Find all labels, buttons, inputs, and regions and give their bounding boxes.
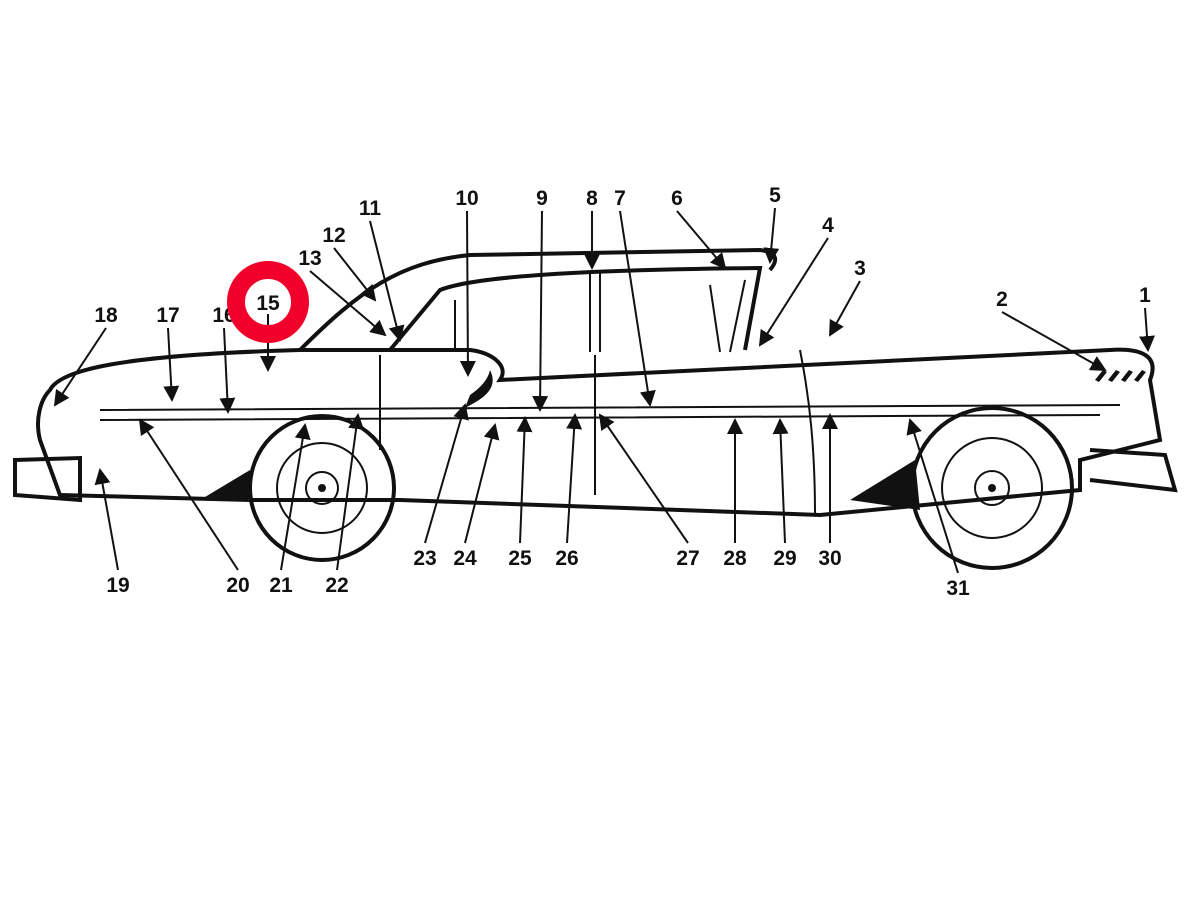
callout-arrow-5	[763, 207, 780, 264]
callout-label-9: 9	[536, 187, 548, 210]
callout-label-30: 30	[818, 547, 841, 570]
callout-label-20: 20	[226, 574, 249, 597]
callout-arrow-4	[758, 237, 829, 347]
callout-arrow-10	[459, 210, 476, 377]
callout-label-25: 25	[508, 547, 532, 570]
callout-label-8: 8	[586, 187, 598, 210]
callout-label-27: 27	[676, 547, 699, 570]
callout-arrow-27	[598, 413, 689, 544]
callout-arrow-17	[163, 327, 180, 402]
callout-label-24: 24	[453, 547, 477, 570]
callout-label-11: 11	[359, 197, 382, 220]
callout-arrow-26	[566, 413, 583, 544]
roof-line	[298, 247, 778, 352]
callout-label-3: 3	[854, 257, 866, 280]
callout-label-22: 22	[325, 574, 348, 597]
callout-label-5: 5	[769, 184, 781, 207]
callout-arrow-6	[676, 210, 727, 270]
callout-arrow-23	[424, 403, 469, 544]
highlight-circle	[227, 261, 309, 343]
callout-arrow-29	[772, 418, 789, 544]
fender-vents	[1095, 370, 1146, 382]
rear-bumper	[13, 455, 82, 503]
callout-label-31: 31	[946, 577, 970, 600]
callout-label-28: 28	[723, 547, 747, 570]
callout-arrow-22	[336, 413, 365, 571]
front-wheel	[910, 406, 1074, 570]
callout-arrow-20	[138, 418, 239, 571]
callout-label-10: 10	[455, 187, 478, 210]
callout-arrow-1	[1139, 307, 1155, 352]
callout-arrow-13	[309, 270, 387, 337]
callout-arrow-2	[1001, 311, 1107, 371]
callout-arrow-9	[532, 210, 549, 412]
callout-label-29: 29	[773, 547, 796, 570]
door-lines	[379, 349, 816, 516]
callout-label-13: 13	[298, 247, 321, 270]
front-bumper	[1089, 448, 1178, 493]
window-frame	[388, 265, 763, 352]
quarter-spear	[465, 370, 493, 408]
callout-label-2: 2	[996, 288, 1008, 311]
body-outline	[36, 347, 1163, 518]
callout-label-1: 1	[1139, 284, 1151, 307]
callout-arrow-21	[280, 423, 311, 571]
callout-arrow-11	[369, 220, 405, 342]
callout-label-6: 6	[671, 187, 683, 210]
callout-label-12: 12	[322, 224, 345, 247]
callout-arrow-19	[94, 468, 119, 571]
window-pillars	[454, 272, 746, 353]
callout-label-23: 23	[413, 547, 436, 570]
callout-label-26: 26	[555, 547, 578, 570]
wheel-well-shadows	[200, 460, 920, 510]
callout-label-18: 18	[94, 304, 118, 327]
car-illustration	[13, 247, 1178, 570]
callout-label-21: 21	[269, 574, 293, 597]
callout-arrow-18	[53, 327, 107, 407]
callout-label-4: 4	[822, 214, 834, 237]
callout-arrow-12	[333, 247, 377, 302]
callout-arrow-24	[464, 423, 500, 544]
callout-arrow-31	[906, 418, 959, 574]
callout-label-17: 17	[156, 304, 179, 327]
callout-label-19: 19	[106, 574, 129, 597]
callout-arrow-7	[619, 210, 656, 407]
rear-wheel	[248, 414, 396, 562]
callout-label-highlighted: 15	[256, 292, 280, 315]
callout-arrow-16	[219, 327, 236, 414]
callout-arrow-3	[829, 280, 861, 337]
callout-label-7: 7	[614, 187, 626, 210]
callout-arrow-25	[516, 416, 533, 544]
